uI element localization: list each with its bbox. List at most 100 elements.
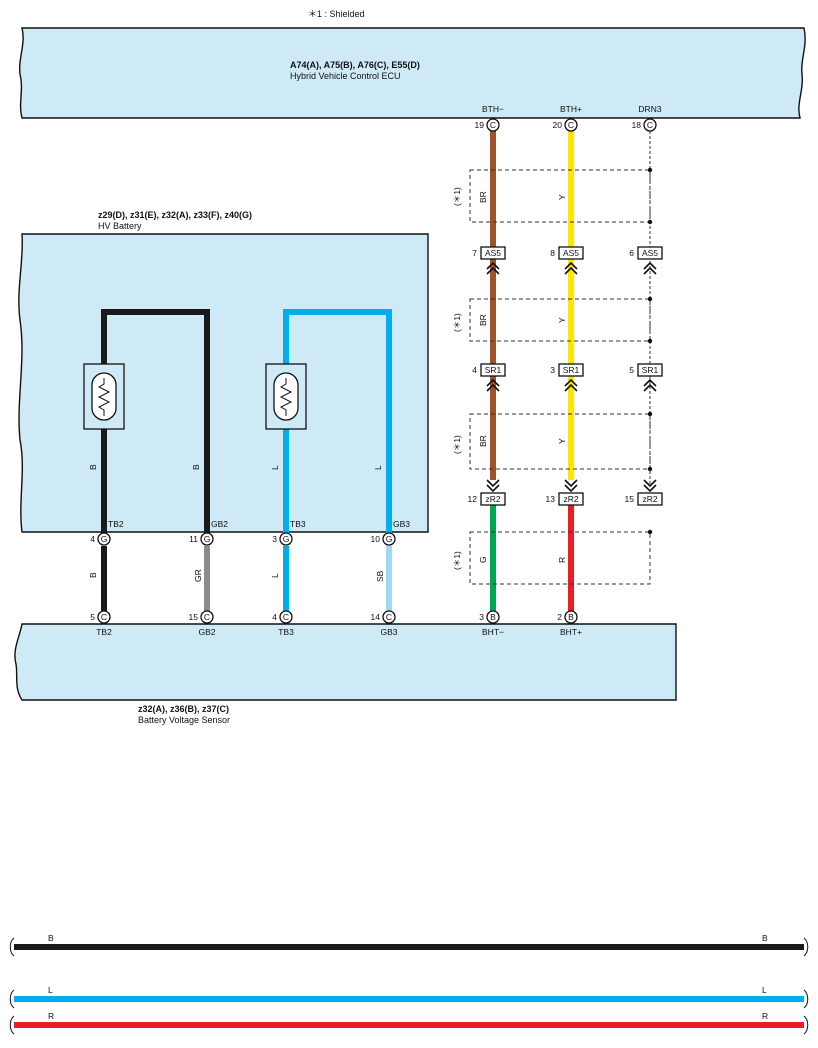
- svg-text:6: 6: [629, 248, 634, 258]
- wire-label-l2: L: [373, 465, 383, 470]
- svg-text:11: 11: [189, 534, 198, 544]
- bat-sig-gb3: GB3: [393, 519, 410, 529]
- svg-text:zR2: zR2: [563, 494, 578, 504]
- battery-pin-gb2: G 11: [189, 532, 214, 546]
- legend-label-b-right: B: [762, 933, 768, 943]
- svg-text:SR1: SR1: [642, 365, 659, 375]
- thermistor-1: [83, 363, 125, 430]
- sensor-pin-bht-minus: B 3 BHT−: [479, 610, 504, 637]
- svg-text:4: 4: [472, 365, 477, 375]
- svg-text:18: 18: [632, 120, 642, 130]
- connector-sr1-4: SR1 4: [472, 363, 506, 377]
- connector-zr2-15: zR2 15: [625, 492, 663, 506]
- ecu-codes: A74(A), A75(B), A76(C), E55(D): [290, 60, 420, 70]
- svg-text:G: G: [386, 534, 393, 544]
- legend-wire-l: L L: [9, 985, 809, 1009]
- svg-text:3: 3: [479, 612, 484, 622]
- ecu-name: Hybrid Vehicle Control ECU: [290, 71, 401, 81]
- sensor-name: Battery Voltage Sensor: [138, 715, 230, 725]
- svg-text:C: C: [490, 120, 496, 130]
- svg-text:B: B: [568, 612, 574, 622]
- sensor-pin-tb2: C 5 TB2: [90, 610, 112, 637]
- svg-text:4: 4: [90, 534, 95, 544]
- svg-text:10: 10: [371, 534, 381, 544]
- connector-as5-8: AS5 8: [550, 246, 584, 260]
- legend-label-r-right: R: [762, 1011, 768, 1021]
- shielded-note: ＊1 : Shielded: [308, 9, 365, 19]
- wire-label-br-3: BR: [478, 435, 488, 447]
- svg-text:2: 2: [557, 612, 562, 622]
- wire-label-lower-sb: SB: [375, 570, 385, 582]
- wire-label-lower-b: B: [88, 572, 98, 578]
- wire-label-lower-gr: GR: [193, 569, 203, 582]
- svg-text:12: 12: [468, 494, 478, 504]
- sensor-pin-gb3: C 14 GB3: [371, 610, 398, 637]
- connector-sr1-3: SR1 3: [550, 363, 584, 377]
- svg-text:zR2: zR2: [485, 494, 500, 504]
- shield-1: [469, 169, 651, 223]
- legend-label-b-left: B: [48, 933, 54, 943]
- svg-text:GB2: GB2: [198, 627, 215, 637]
- hv-battery-codes: z29(D), z31(E), z32(A), z33(F), z40(G): [98, 210, 252, 220]
- legend-wire-b: B B: [9, 933, 809, 957]
- wire-label-l1: L: [270, 465, 280, 470]
- connector-as5-6: AS5 6: [629, 246, 663, 260]
- svg-text:DRN3: DRN3: [638, 104, 661, 114]
- ecu-pin-bth-minus: C 19 BTH−: [475, 104, 504, 132]
- shield-note-2: (＊1): [452, 313, 462, 332]
- svg-text:3: 3: [272, 534, 277, 544]
- svg-text:C: C: [101, 612, 107, 622]
- sensor-pin-tb3: C 4 TB3: [272, 610, 294, 637]
- svg-text:19: 19: [475, 120, 485, 130]
- shield-dots: [647, 167, 653, 535]
- svg-text:SR1: SR1: [563, 365, 580, 375]
- shield-4: [469, 531, 651, 585]
- svg-text:TB3: TB3: [278, 627, 294, 637]
- sensor-box: [14, 623, 677, 701]
- bat-sig-gb2: GB2: [211, 519, 228, 529]
- svg-text:8: 8: [550, 248, 555, 258]
- svg-text:5: 5: [90, 612, 95, 622]
- shield-note-4: (＊1): [452, 551, 462, 570]
- wire-label-y-3: Y: [557, 438, 567, 444]
- bat-sig-tb3: TB3: [290, 519, 306, 529]
- svg-text:4: 4: [272, 612, 277, 622]
- svg-text:BHT+: BHT+: [560, 627, 582, 637]
- ecu-pin-drn3: C 18 DRN3: [632, 104, 662, 132]
- svg-text:3: 3: [550, 365, 555, 375]
- svg-text:C: C: [204, 612, 210, 622]
- battery-pin-tb3: G 3: [272, 532, 293, 546]
- legend-label-l-right: L: [762, 985, 767, 995]
- hv-battery-box: [18, 233, 429, 533]
- connector-zr2-13: zR2 13: [546, 492, 584, 506]
- thermistor-2: [265, 363, 307, 430]
- svg-text:13: 13: [546, 494, 556, 504]
- svg-text:C: C: [386, 612, 392, 622]
- legend-label-l-left: L: [48, 985, 53, 995]
- wire-label-y-2: Y: [557, 317, 567, 323]
- battery-pin-gb3: G 10: [371, 532, 396, 546]
- shield-3: [469, 413, 651, 470]
- wire-label-br-2: BR: [478, 314, 488, 326]
- svg-text:GB3: GB3: [380, 627, 397, 637]
- svg-text:AS5: AS5: [642, 248, 658, 258]
- svg-text:14: 14: [371, 612, 381, 622]
- wire-label-br-1: BR: [478, 191, 488, 203]
- svg-text:B: B: [490, 612, 496, 622]
- svg-text:G: G: [101, 534, 108, 544]
- sensor-pin-bht-plus: B 2 BHT+: [557, 610, 582, 637]
- wire-label-r: R: [557, 557, 567, 563]
- shield-note-1: (＊1): [452, 187, 462, 206]
- connector-as5-7: AS5 7: [472, 246, 506, 260]
- connector-zr2-12: zR2 12: [468, 492, 506, 506]
- wire-label-b1: B: [88, 464, 98, 470]
- svg-text:15: 15: [625, 494, 635, 504]
- svg-text:15: 15: [189, 612, 199, 622]
- svg-text:zR2: zR2: [642, 494, 657, 504]
- svg-text:20: 20: [553, 120, 563, 130]
- svg-text:C: C: [568, 120, 574, 130]
- svg-text:7: 7: [472, 248, 477, 258]
- svg-text:G: G: [204, 534, 211, 544]
- svg-text:SR1: SR1: [485, 365, 502, 375]
